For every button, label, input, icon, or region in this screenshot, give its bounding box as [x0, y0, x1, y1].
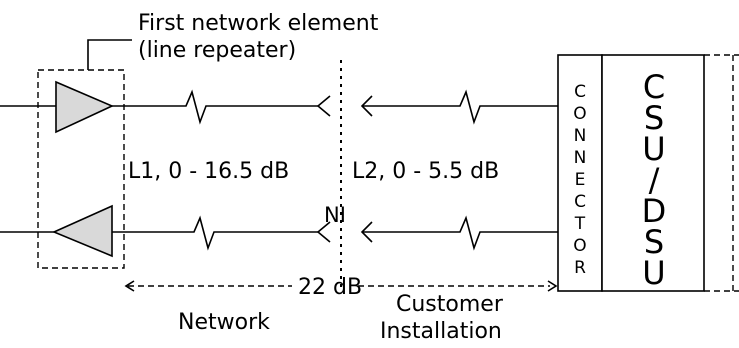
first-element-subtitle: (line repeater)	[138, 38, 296, 63]
network-label: Network	[178, 310, 270, 335]
connector-letter: O	[573, 104, 586, 124]
repeater-enclosure	[37, 69, 125, 269]
csu-dsu-letter: D	[642, 192, 667, 230]
l2-loss-label: L2, 0 - 5.5 dB	[352, 159, 499, 184]
first-element-title: First network element	[138, 11, 379, 36]
csu-dsu-letter: C	[643, 68, 665, 106]
connector-letter: T	[574, 214, 586, 234]
csu-dsu-letters: CSU/DSU	[642, 68, 667, 292]
csu-dsu-letter: S	[644, 99, 664, 137]
top-ni-jack-icon	[316, 95, 331, 117]
csu-dsu-letter: U	[642, 254, 665, 292]
top-line-l2	[362, 89, 558, 125]
customer-label: Customer	[396, 292, 504, 317]
installation-label: Installation	[380, 319, 502, 344]
connector-box	[557, 54, 603, 292]
connector-letter: O	[573, 236, 586, 256]
callout-leader	[87, 39, 132, 70]
csu-dsu-letter: S	[644, 223, 664, 261]
top-line-l1	[112, 89, 318, 125]
dim-left-arrow-icon	[124, 280, 135, 292]
csu-dsu-letter: U	[642, 130, 665, 168]
bottom-line-l1	[112, 215, 318, 251]
connector-letter: R	[574, 258, 586, 278]
reverse-amplifier-icon	[51, 204, 113, 258]
bottom-line-l2	[362, 215, 558, 251]
dim-right-arrow-icon	[547, 280, 558, 292]
connector-letter: N	[574, 126, 587, 146]
ni-label: NI	[324, 203, 346, 227]
connector-letter: E	[575, 170, 586, 190]
forward-amplifier-icon	[55, 80, 114, 134]
l1-loss-label: L1, 0 - 16.5 dB	[128, 159, 289, 184]
total-loss-label: 22 dB	[298, 275, 362, 300]
connector-letter: C	[574, 82, 586, 102]
csu-dsu-letter: /	[649, 161, 660, 199]
connector-letter: C	[574, 192, 586, 212]
csu-dsu-box	[601, 54, 705, 292]
bottom-ni-jack-icon	[316, 221, 331, 243]
connector-letter: N	[574, 148, 587, 168]
